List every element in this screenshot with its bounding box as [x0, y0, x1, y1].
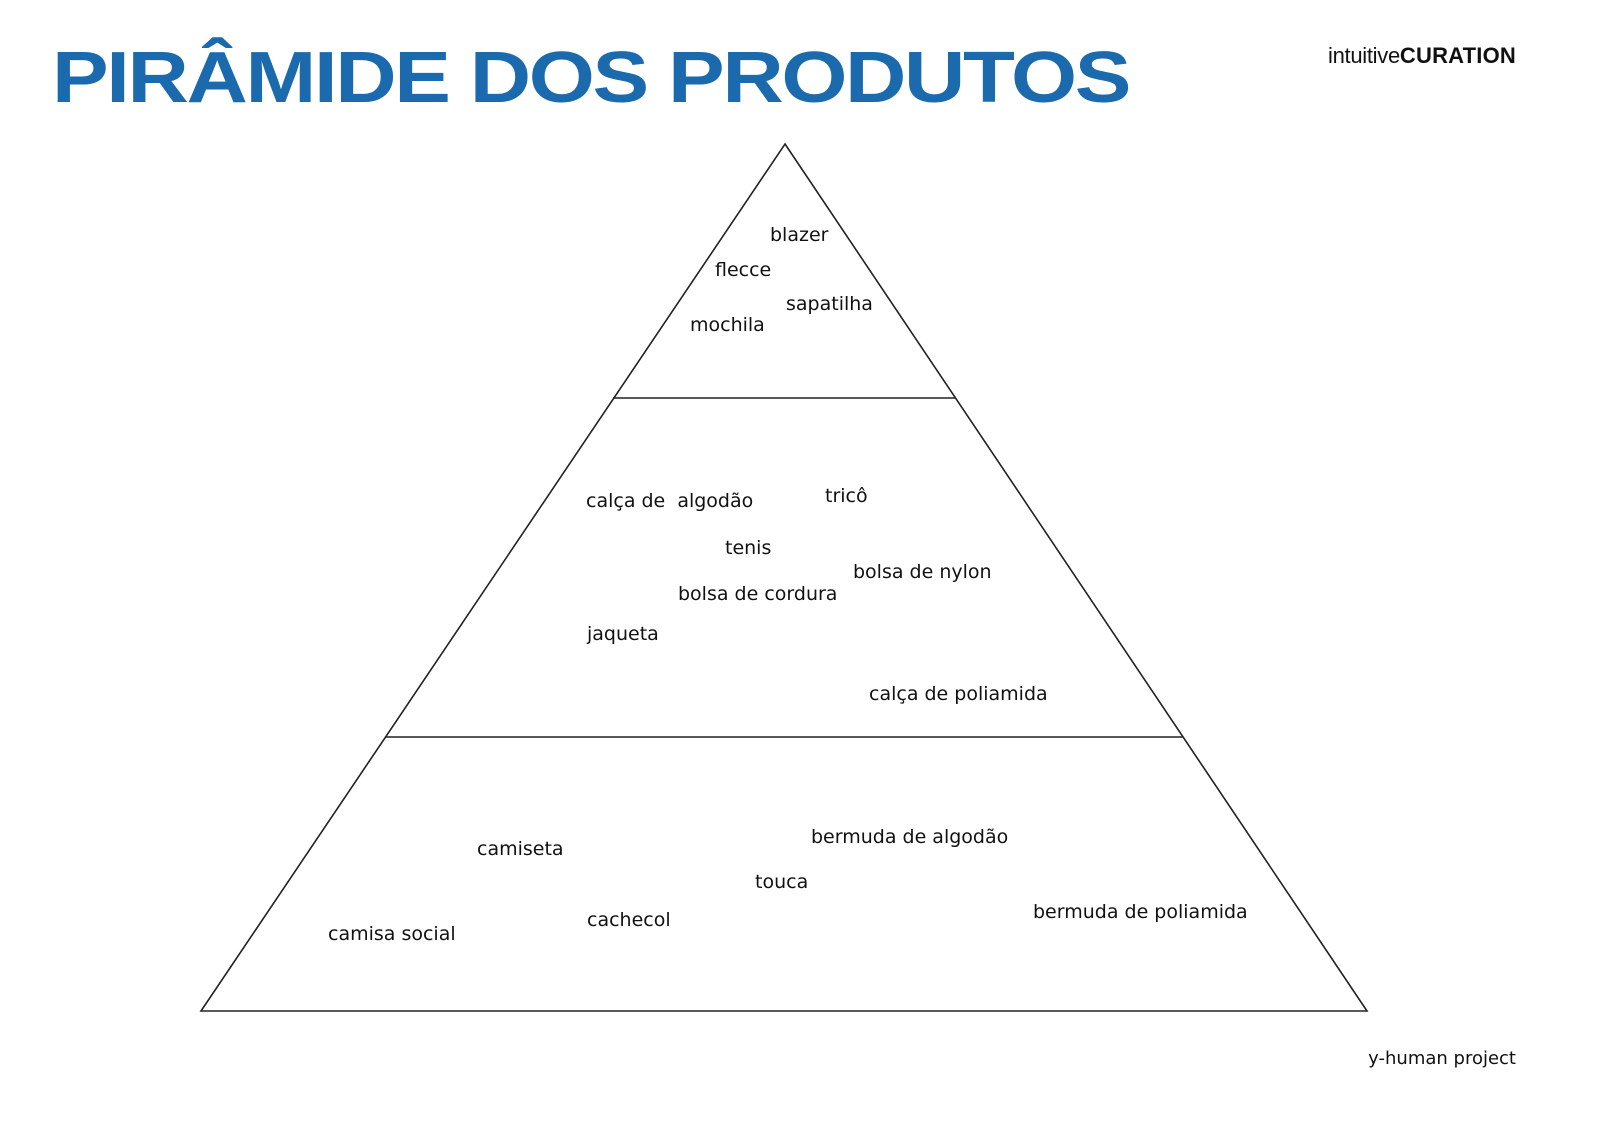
pyramid-outline	[199, 142, 1369, 1012]
pyramid-item-cachecol: cachecol	[587, 909, 671, 931]
pyramid-item-camiseta: camiseta	[477, 838, 564, 860]
pyramid-item-jaqueta: jaqueta	[587, 623, 659, 645]
pyramid-item-bermuda-de-algodao: bermuda de algodão	[811, 826, 1009, 848]
pyramid-item-bermuda-de-poliamida: bermuda de poliamida	[1033, 901, 1248, 923]
pyramid-item-bolsa-de-cordura: bolsa de cordura	[678, 583, 838, 605]
brand-logo-light: intuitive	[1328, 43, 1400, 68]
pyramid-item-mochila: mochila	[690, 314, 765, 336]
pyramid-item-calca-de-poliamida: calça de poliamida	[869, 683, 1048, 705]
pyramid-item-trico: tricô	[825, 485, 868, 507]
page-title: PIRÂMIDE DOS PRODUTOS	[52, 38, 1131, 118]
pyramid-item-sapatilha: sapatilha	[786, 293, 873, 315]
pyramid-item-touca: touca	[755, 871, 809, 893]
pyramid-item-bolsa-de-nylon: bolsa de nylon	[853, 561, 992, 583]
footer-credit: y-human project	[1368, 1048, 1516, 1069]
pyramid-item-blazer: blazer	[770, 224, 829, 246]
pyramid-item-calca-de-algodao: calça de algodão	[586, 490, 754, 512]
pyramid-item-flecce: flecce	[715, 259, 772, 281]
brand-logo-bold: CURATION	[1399, 43, 1516, 68]
brand-logo: intuitiveCURATION	[1328, 43, 1516, 69]
pyramid-item-tenis: tenis	[725, 537, 772, 559]
pyramid-item-camisa-social: camisa social	[328, 923, 456, 945]
